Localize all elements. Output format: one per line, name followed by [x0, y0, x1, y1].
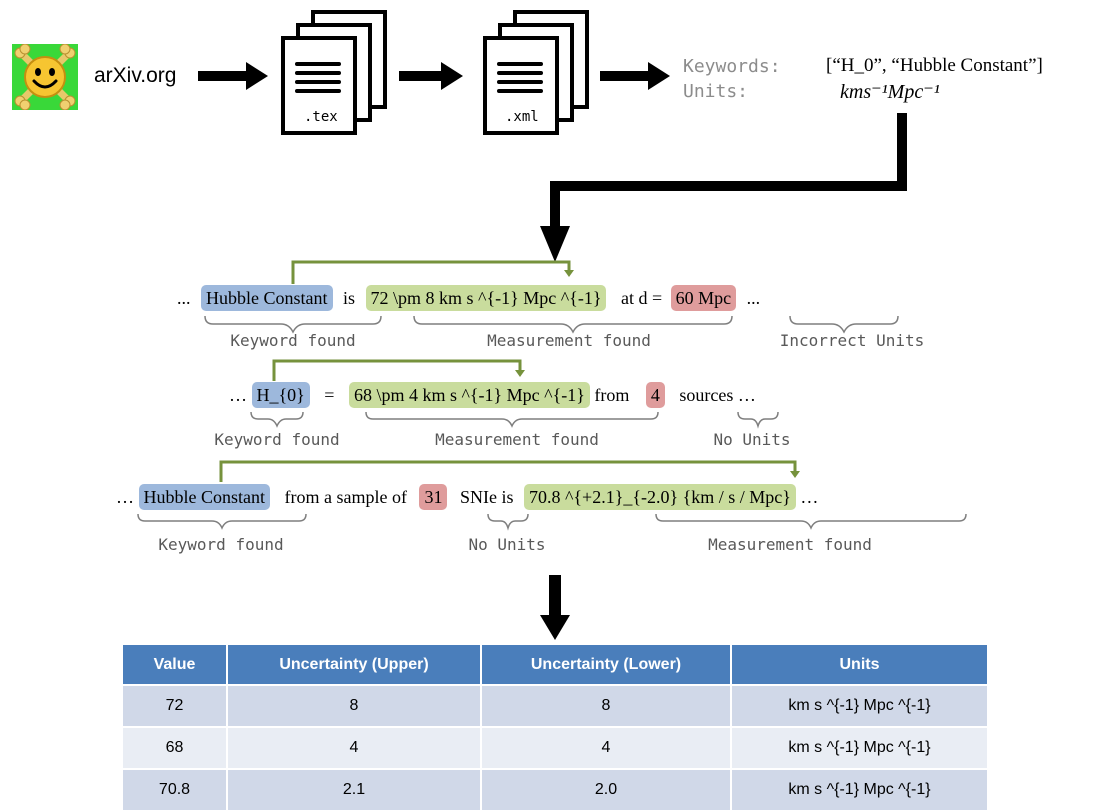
braces-row1 — [204, 315, 899, 334]
cell-uncertainty-lower: 8 — [481, 684, 732, 727]
braces-row2 — [250, 411, 779, 429]
keyword-highlight: Hubble Constant — [138, 484, 270, 510]
ellipsis: ... — [746, 288, 761, 308]
extracted-measurements-table: Value Uncertainty (Upper) Uncertainty (L… — [123, 645, 987, 810]
table-header-row: Value Uncertainty (Upper) Uncertainty (L… — [123, 645, 987, 685]
cell-value: 68 — [123, 726, 228, 769]
table-row: 68 4 4 km s ^{-1} Mpc ^{-1} — [123, 726, 987, 769]
xml-extension-label: .xml — [505, 109, 539, 125]
annotation-no-units: No Units — [713, 430, 791, 449]
no-units-highlight: 4 — [645, 382, 665, 408]
cell-value: 72 — [123, 684, 228, 727]
units-value: kms⁻¹Mpc⁻¹ — [840, 81, 940, 103]
ellipsis: … — [229, 385, 247, 405]
ellipsis: … — [116, 487, 134, 507]
arrow-right — [399, 62, 463, 90]
annotation-incorrect-units: Incorrect Units — [779, 331, 925, 350]
sentence-text: from — [594, 385, 630, 405]
annotation-keyword-found: Keyword found — [230, 331, 356, 350]
column-header-value: Value — [123, 645, 228, 685]
tex-extension-label: .tex — [304, 109, 338, 125]
ellipsis: … — [800, 487, 819, 507]
tex-document-stack-icon — [281, 10, 387, 135]
arrow-right — [198, 62, 268, 90]
annotation-keyword-found: Keyword found — [158, 535, 284, 554]
keywords-value: [“H_0”, “Hubble Constant”] — [826, 55, 1043, 76]
source-label: arXiv.org — [94, 64, 177, 87]
row2-connector — [272, 359, 522, 381]
annotation-no-units: No Units — [468, 535, 546, 554]
example-sentence-2: … H_{0} = 68 \pm 4 km s ^{-1} Mpc ^{-1} … — [229, 382, 756, 408]
cell-uncertainty-upper: 4 — [227, 726, 482, 769]
annotation-measurement-found: Measurement found — [708, 535, 872, 554]
column-header-uncertainty-upper: Uncertainty (Upper) — [227, 645, 482, 685]
braces-row3 — [137, 513, 967, 531]
smiley-crossbones-icon — [14, 43, 76, 111]
measurement-highlight: 72 \pm 8 km s ^{-1} Mpc ^{-1} — [365, 285, 607, 311]
sentence-text: = — [324, 385, 335, 405]
cell-value: 70.8 — [123, 768, 228, 810]
cell-units: km s ^{-1} Mpc ^{-1} — [731, 726, 987, 769]
keywords-label: Keywords: — [683, 56, 781, 77]
no-units-highlight: 31 — [419, 484, 448, 510]
arrow-down — [540, 575, 570, 640]
cell-units: km s ^{-1} Mpc ^{-1} — [731, 768, 987, 810]
sentence-text: from a sample of — [284, 487, 407, 507]
cell-uncertainty-upper: 2.1 — [227, 768, 482, 810]
cell-uncertainty-upper: 8 — [227, 684, 482, 727]
sentence-text: at d = — [620, 288, 663, 308]
ellipsis: ... — [177, 288, 191, 308]
row1-connector — [291, 260, 571, 284]
table-row: 70.8 2.1 2.0 km s ^{-1} Mpc ^{-1} — [123, 768, 987, 810]
sentence-text: SNIe is — [459, 487, 514, 507]
arrow-elbow-down — [540, 113, 907, 262]
example-sentence-3: … Hubble Constant from a sample of 31 SN… — [116, 484, 818, 510]
xml-document-stack-icon — [483, 10, 589, 135]
incorrect-units-highlight: 60 Mpc — [670, 285, 737, 311]
column-header-uncertainty-lower: Uncertainty (Lower) — [481, 645, 732, 685]
arrow-right — [600, 62, 670, 90]
units-label: Units: — [683, 81, 749, 102]
measurement-highlight: 70.8 ^{+2.1}_{-2.0} {km / s / Mpc} — [523, 484, 796, 510]
keyword-highlight: Hubble Constant — [201, 285, 333, 311]
measurement-highlight: 68 \pm 4 km s ^{-1} Mpc ^{-1} — [348, 382, 590, 408]
cell-uncertainty-lower: 4 — [481, 726, 732, 769]
annotation-keyword-found: Keyword found — [214, 430, 340, 449]
sentence-text: is — [343, 288, 356, 308]
arxiv-logo — [12, 43, 78, 111]
table-row: 72 8 8 km s ^{-1} Mpc ^{-1} — [123, 684, 987, 727]
annotation-measurement-found: Measurement found — [435, 430, 599, 449]
example-sentence-1: ... Hubble Constant is 72 \pm 8 km s ^{-… — [177, 285, 760, 311]
cell-uncertainty-lower: 2.0 — [481, 768, 732, 810]
keyword-highlight: H_{0} — [251, 382, 310, 408]
row3-connector — [219, 460, 797, 482]
cell-units: km s ^{-1} Mpc ^{-1} — [731, 684, 987, 727]
column-header-units: Units — [731, 645, 987, 685]
annotation-measurement-found: Measurement found — [487, 331, 651, 350]
sentence-text: sources … — [679, 385, 756, 405]
